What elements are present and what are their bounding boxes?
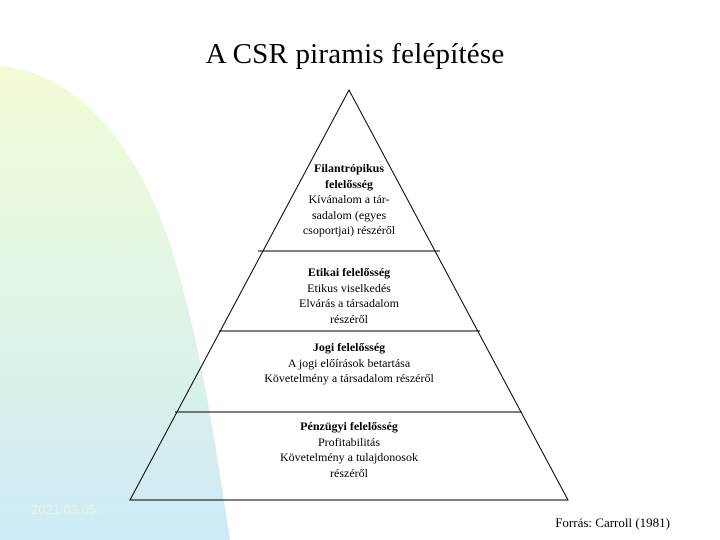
slide-date: 2021.03.05. (31, 502, 100, 517)
tier-legal: Jogi felelősség A jogi előírások betartá… (219, 340, 479, 387)
tier-philanthropic: Filantrópikus felelősség Kívánalom a tár… (279, 161, 419, 239)
tier-heading-line: Pénzügyi felelősség (300, 419, 398, 433)
tier-heading-line: Jogi felelősség (312, 340, 386, 354)
tier-body-line: A jogi előírások betartása (287, 355, 411, 370)
tier-body-line: Kívánalom a tár- (308, 192, 390, 206)
tier-body-line: Elvárás a társadalom (299, 296, 399, 310)
swoosh-shape (0, 66, 230, 540)
tier-economic: Pénzügyi felelősség Profitabilitás Követ… (234, 419, 464, 481)
tier-heading-line: felelősség (325, 176, 373, 191)
tier-body-line: sadalom (egyes (311, 207, 387, 222)
tier-body-line: Követelmény a társadalom részéről (264, 371, 434, 385)
source-citation: Forrás: Carroll (1981) (555, 515, 670, 530)
slide-title: A CSR piramis felépítése (205, 38, 505, 70)
tier-ethical: Etikai felelősség Etikus viselkedés Elvá… (259, 265, 439, 327)
tier-body-line: Profitabilitás (318, 434, 380, 449)
tier-body-line: csoportjai) részéről (302, 223, 396, 237)
tier-body-line: Etikus viselkedés (307, 280, 391, 295)
pyramid-outline (129, 88, 569, 501)
tier-heading-line: Filantrópikus (313, 161, 385, 175)
tier-body-line: részéről (330, 465, 368, 480)
tier-heading-line: Etikai felelősség (307, 265, 391, 279)
tier-body-line: Követelmény a tulajdonosok (280, 450, 418, 464)
tier-body-line: részéről (330, 311, 368, 326)
